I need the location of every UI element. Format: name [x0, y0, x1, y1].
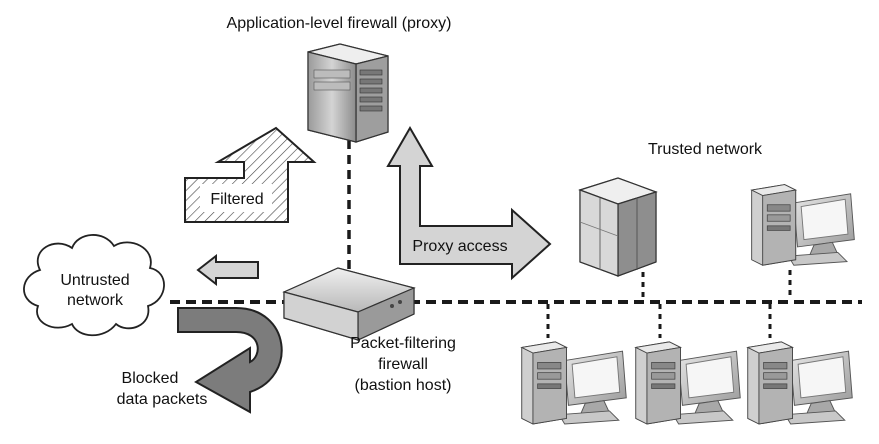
workstation-icon-lower-2	[635, 341, 741, 425]
reject-arrow	[196, 253, 259, 287]
proxy-access-label: Proxy access	[412, 238, 507, 255]
untrusted-label-line2: network	[67, 292, 124, 309]
packet-filter-firewall-icon	[282, 267, 416, 341]
packet-filter-label-line3: (bastion host)	[355, 377, 452, 394]
workstation-icon-lower-1	[521, 341, 627, 425]
trusted-network-label: Trusted network	[648, 141, 763, 158]
blocked-label-line2: data packets	[117, 391, 208, 408]
filtered-arrow: Filtered	[184, 126, 317, 223]
proxy-server-icon	[307, 43, 389, 143]
proxy-access-arrow: Proxy access	[386, 126, 552, 281]
blocked-arrow	[177, 307, 283, 414]
app-firewall-title: Application-level firewall (proxy)	[227, 15, 452, 32]
trusted-server-icon	[578, 177, 658, 277]
blocked-label-line1: Blocked	[122, 370, 179, 387]
cloud-icon	[23, 234, 165, 337]
workstation-icon-lower-3	[747, 341, 853, 425]
packet-filter-label-line1: Packet-filtering	[350, 335, 456, 352]
filtered-label: Filtered	[210, 191, 263, 208]
workstation-icon-upper	[751, 184, 855, 266]
untrusted-label-line1: Untrusted	[60, 272, 129, 289]
packet-filter-label-line2: firewall	[378, 356, 428, 373]
